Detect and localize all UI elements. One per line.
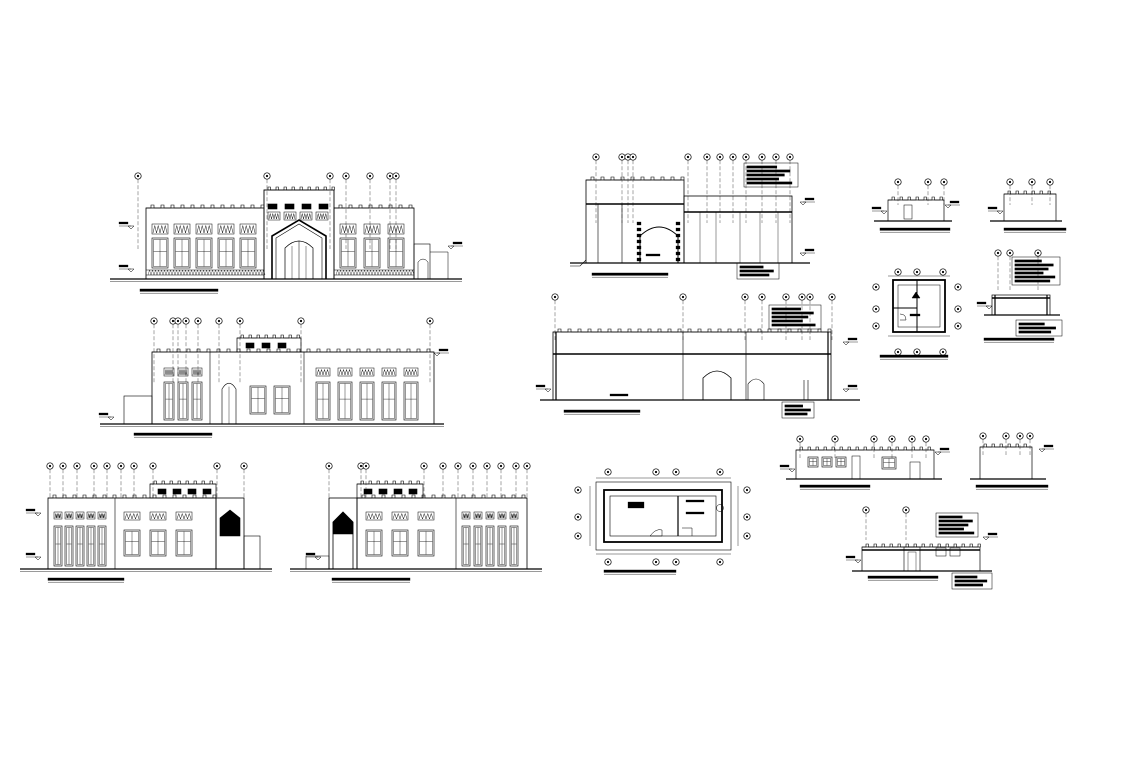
small-plan <box>872 268 962 360</box>
right-elevation <box>290 462 542 583</box>
left-elevation <box>20 462 272 583</box>
guard-room-elevation-2 <box>970 432 1054 490</box>
section-b <box>535 293 860 419</box>
small-section-1 <box>976 249 1063 343</box>
small-elevation-2 <box>987 178 1067 233</box>
front-elevation <box>110 172 463 294</box>
guard-room-elevation-1 <box>779 435 950 490</box>
plan-gate-room <box>574 468 751 575</box>
small-elevation-1 <box>871 178 960 233</box>
guard-room-section <box>845 506 998 590</box>
section-a <box>570 153 815 280</box>
rear-elevation <box>98 317 449 438</box>
